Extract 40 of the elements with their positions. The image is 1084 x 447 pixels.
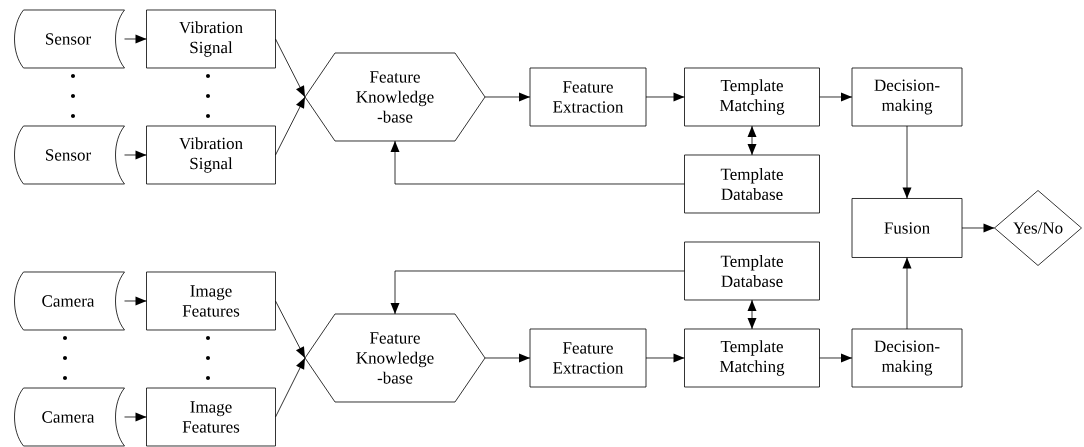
knowledge-base-hexagon: Feature Knowledge -base: [304, 52, 486, 142]
arrow: [390, 270, 685, 315]
sensor-box: Sensor: [14, 9, 125, 69]
process-box: Image Features: [146, 271, 276, 331]
arrow: [124, 34, 147, 44]
camera-box: Camera: [14, 387, 125, 447]
arrow: [902, 125, 912, 199]
process-box: Vibration Signal: [146, 9, 276, 69]
arrow: [484, 353, 531, 363]
arrow: [390, 140, 685, 185]
arrow: [275, 300, 306, 359]
arrow: [747, 299, 757, 330]
process-box: Image Features: [146, 387, 276, 447]
process-box: Vibration Signal: [146, 125, 276, 185]
database-box: Template Database: [684, 154, 820, 214]
process-box: Decision-making: [851, 67, 963, 127]
arrow: [747, 125, 757, 156]
process-box: Feature Extraction: [529, 328, 647, 388]
arrow: [124, 150, 147, 160]
arrow: [275, 357, 306, 418]
arrow: [819, 92, 853, 102]
arrow: [124, 296, 147, 306]
arrow: [124, 412, 147, 422]
arrow: [961, 223, 995, 233]
process-box: Template Matching: [684, 67, 820, 127]
knowledge-base-hexagon: Feature Knowledge -base: [304, 313, 486, 403]
arrow: [275, 38, 306, 98]
sensor-box: Sensor: [14, 125, 125, 185]
camera-box: Camera: [14, 271, 125, 331]
arrow: [645, 353, 685, 363]
process-box: Decision-making: [851, 328, 963, 388]
arrow: [484, 92, 531, 102]
database-box: Template Database: [684, 241, 820, 301]
arrow: [645, 92, 685, 102]
arrow: [275, 96, 306, 156]
process-box: Feature Extraction: [529, 67, 647, 127]
arrow: [819, 353, 853, 363]
process-box: Template Matching: [684, 328, 820, 388]
process-box: Fusion: [851, 198, 963, 258]
arrow: [902, 257, 912, 330]
